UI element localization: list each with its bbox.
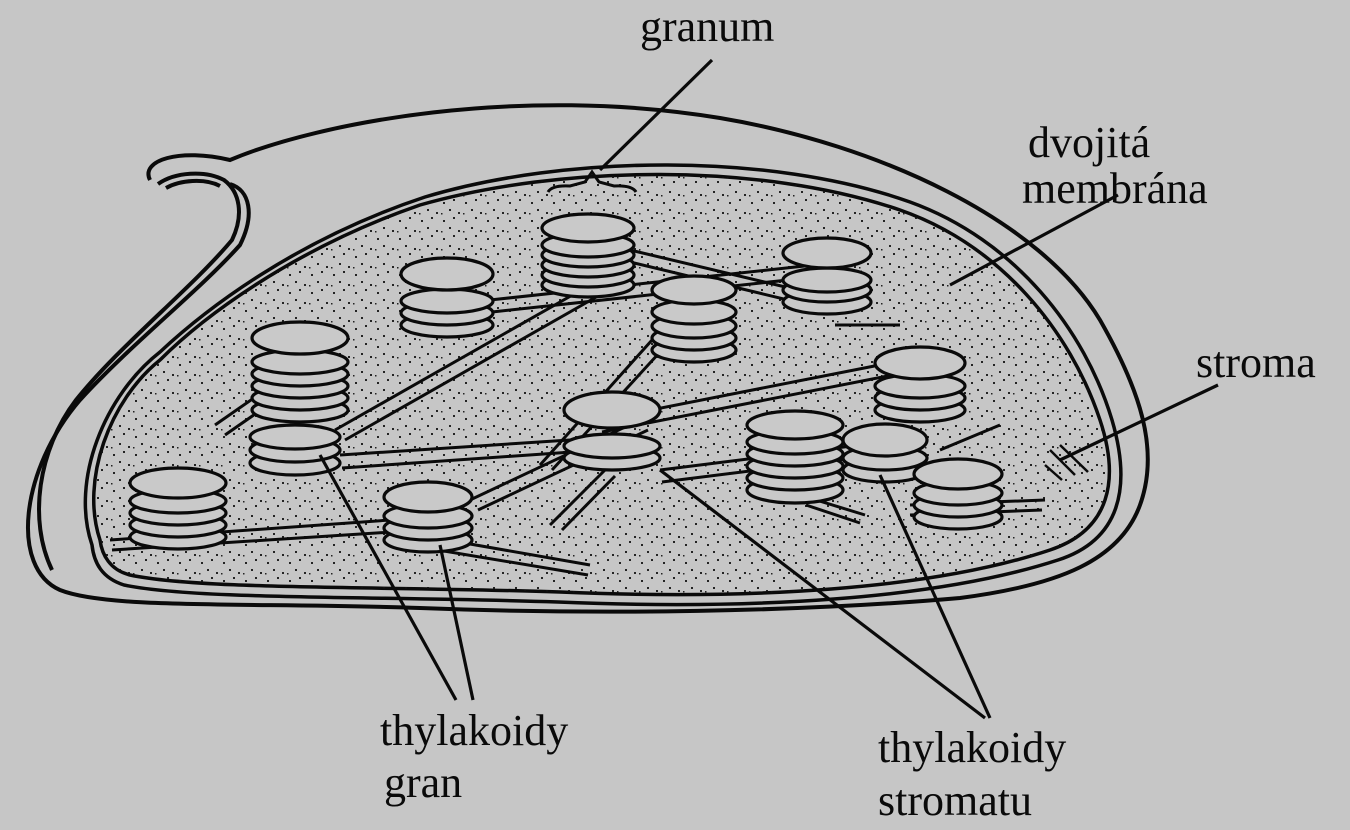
granum-stack bbox=[542, 214, 634, 297]
label-stroma-thylakoids-line2: stromatu bbox=[878, 778, 1032, 824]
label-stroma-thylakoids-line1: thylakoidy bbox=[878, 725, 1066, 771]
granum-stack bbox=[384, 482, 472, 552]
label-membrane-line1: dvojitá bbox=[1028, 120, 1150, 166]
label-granum: granum bbox=[640, 4, 774, 50]
granum-stack bbox=[652, 276, 736, 362]
label-stroma: stroma bbox=[1196, 340, 1316, 386]
label-grana-thylakoids-line1: thylakoidy bbox=[380, 708, 568, 754]
granum-stack bbox=[252, 322, 348, 422]
granum-stack bbox=[875, 347, 965, 422]
granum-stack bbox=[914, 459, 1002, 529]
label-membrane-line2: membrána bbox=[1022, 166, 1208, 212]
granum-stack bbox=[130, 468, 226, 549]
granum-stack bbox=[747, 411, 843, 503]
label-grana-thylakoids-line2: gran bbox=[384, 760, 462, 806]
granum-stack bbox=[401, 258, 493, 337]
granum-stack bbox=[783, 238, 871, 314]
